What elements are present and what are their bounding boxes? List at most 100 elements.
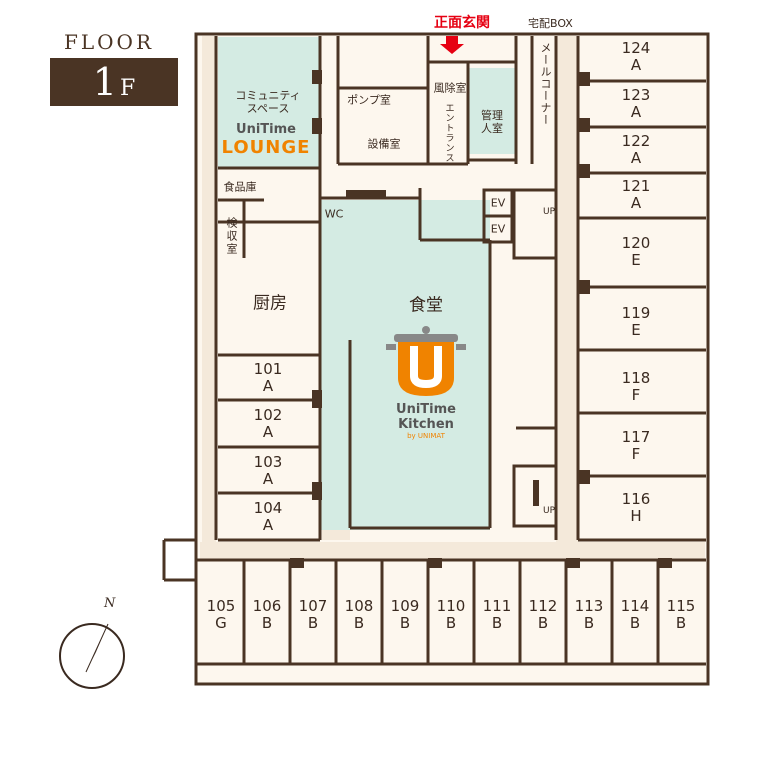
kitchen-logo-bottom: Kitchen (398, 417, 454, 432)
kitchen-logo-top: UniTime (396, 402, 456, 417)
room-type: H (630, 507, 642, 525)
room-118: 118 F (622, 370, 651, 404)
room-type: A (262, 423, 274, 441)
dining-label: 食堂 (409, 295, 443, 316)
elevator-2-label: EV (490, 222, 506, 236)
room-number: 114 (620, 597, 650, 615)
room-type: E (631, 321, 641, 339)
room-type: A (630, 103, 642, 121)
room-number: 107 (298, 597, 328, 615)
room-type: B (491, 614, 503, 632)
kitchen-logo: UniTime Kitchen by UNIMAT (396, 402, 456, 440)
wc-label: WC (324, 207, 344, 221)
room-105: 105 G (207, 598, 236, 632)
room-number: 116 (621, 490, 651, 508)
room-101: 101 A (254, 361, 283, 395)
floor-number-badge: 1 F (50, 58, 178, 106)
room-type: A (262, 470, 274, 488)
kitchen-label: 厨房 (253, 293, 287, 314)
room-type: B (629, 614, 641, 632)
room-107: 107 B (299, 598, 328, 632)
lounge-area (218, 37, 320, 167)
room-number: 109 (390, 597, 420, 615)
pot-icon (386, 326, 466, 396)
stair-up-2-label: UP (542, 506, 556, 516)
delivery-box-label: 宅配BOX (528, 17, 573, 30)
room-102: 102 A (254, 407, 283, 441)
kitchen-logo-sub: by UNIMAT (407, 432, 445, 440)
equipment-room-label: 設備室 (367, 137, 401, 151)
room-number: 108 (344, 597, 374, 615)
room-type: G (215, 614, 227, 632)
room-number: 115 (666, 597, 696, 615)
north-label: N (104, 596, 116, 611)
elevator-1-label: EV (490, 196, 506, 210)
room-type: E (631, 251, 641, 269)
room-number: 112 (528, 597, 558, 615)
room-106: 106 B (253, 598, 282, 632)
room-number: 122 (621, 132, 651, 150)
room-122: 122 A (622, 133, 651, 167)
room-116: 116 H (622, 491, 651, 525)
room-109: 109 B (391, 598, 420, 632)
room-type: B (261, 614, 273, 632)
room-124: 124 A (622, 40, 651, 74)
room-number: 121 (621, 177, 651, 195)
community-space-label: コミュニティ スペース (235, 89, 301, 115)
room-number: 117 (621, 428, 651, 446)
room-number: 119 (621, 304, 651, 322)
room-type: B (399, 614, 411, 632)
room-number: 123 (621, 86, 651, 104)
food-storage-label: 食品庫 (223, 180, 257, 194)
room-number: 120 (621, 234, 651, 252)
room-number: 124 (621, 39, 651, 57)
room-114: 114 B (621, 598, 650, 632)
room-type: B (353, 614, 365, 632)
room-type: B (675, 614, 687, 632)
room-type: A (630, 194, 642, 212)
right-corridor (556, 36, 578, 542)
room-number: 106 (252, 597, 282, 615)
entrance-label: 正面玄関 (434, 15, 490, 31)
entrance-arrow (440, 36, 464, 54)
room-type: B (537, 614, 549, 632)
room-type: B (445, 614, 457, 632)
left-corridor (202, 36, 216, 542)
management-room-area (468, 68, 516, 154)
room-108: 108 B (345, 598, 374, 632)
room-115: 115 B (667, 598, 696, 632)
room-number: 102 (253, 406, 283, 424)
room-type: A (262, 516, 274, 534)
room-104: 104 A (254, 500, 283, 534)
room-120: 120 E (622, 235, 651, 269)
lounge-logo-bottom: LOUNGE (221, 137, 311, 158)
room-111: 111 B (483, 598, 512, 632)
lounge-logo-top: UniTime (236, 122, 296, 137)
room-112: 112 B (529, 598, 558, 632)
lounge-logo: UniTime LOUNGE (222, 122, 311, 158)
compass-icon (59, 623, 125, 689)
room-113: 113 B (575, 598, 604, 632)
entrance-hall-label: エ ン ト ラ ン ス (445, 104, 455, 164)
windbreak-room-label: 風除室 (433, 81, 467, 95)
floor-heading: FLOOR (64, 30, 155, 54)
room-123: 123 A (622, 87, 651, 121)
management-room-label: 管理 人室 (481, 109, 503, 135)
room-number: 101 (253, 360, 283, 378)
room-type: A (630, 56, 642, 74)
room-number: 111 (482, 597, 512, 615)
stair-up-1-label: UP (542, 207, 556, 217)
room-119: 119 E (622, 305, 651, 339)
room-type: F (631, 445, 641, 463)
room-103: 103 A (254, 454, 283, 488)
outer-wall (194, 32, 710, 686)
room-number: 104 (253, 499, 283, 517)
mail-corner-label: メールコーナー (539, 42, 552, 126)
room-number: 105 (206, 597, 236, 615)
room-110: 110 B (437, 598, 466, 632)
room-number: 110 (436, 597, 466, 615)
room-121: 121 A (622, 178, 651, 212)
room-type: B (583, 614, 595, 632)
room-number: 103 (253, 453, 283, 471)
